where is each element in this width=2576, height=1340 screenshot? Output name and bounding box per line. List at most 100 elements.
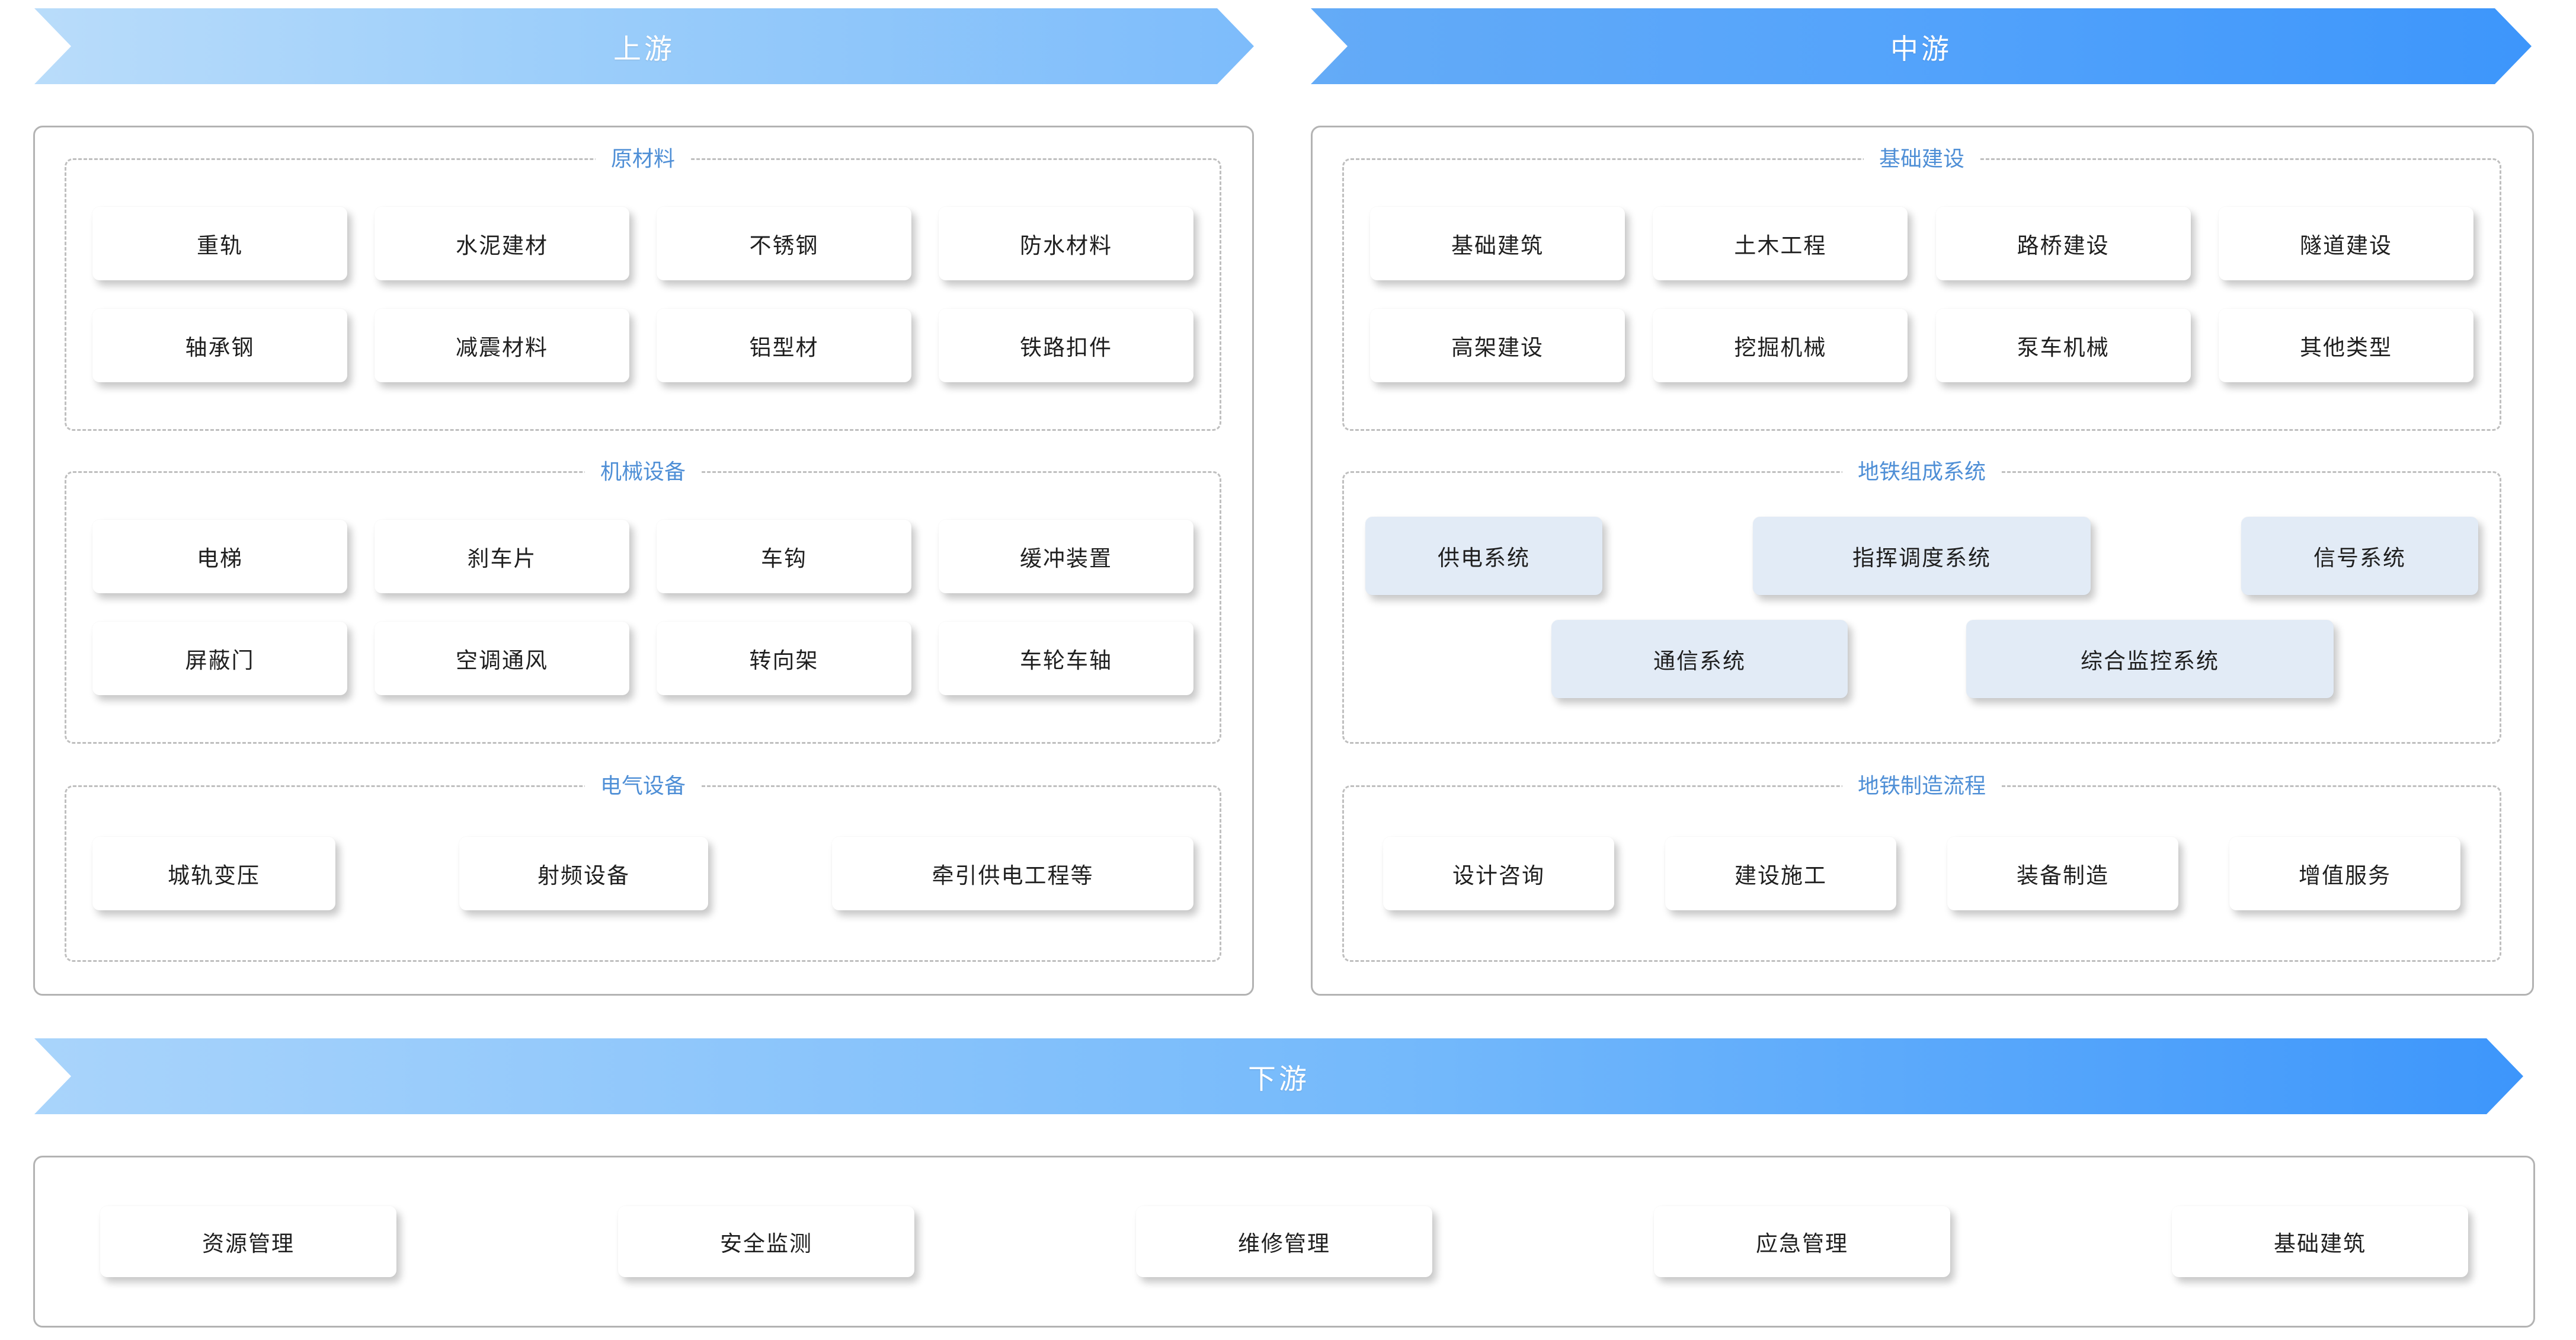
card-label: 基础建筑 [1451,234,1544,258]
group-title-metro-systems: 地铁组成系统 [1842,454,2002,490]
panel-upstream: 原材料 重轨 水泥建材 不锈钢 防水材料 轴承钢 减震材料 铝型材 铁路扣件 机… [33,126,1254,996]
card[interactable]: 应急管理 [1654,1206,1950,1277]
card[interactable]: 增值服务 [2229,837,2460,910]
banner-downstream-label: 下游 [1248,1063,1310,1095]
card[interactable]: 信号系统 [2241,517,2478,595]
group-title-electrical-equipment: 电气设备 [584,768,702,804]
card-label: 不锈钢 [749,234,819,258]
card-label: 维修管理 [1238,1232,1330,1256]
card[interactable]: 其他类型 [2218,309,2473,382]
banner-upstream-label: 上游 [613,33,675,65]
card[interactable]: 设计咨询 [1383,837,1614,910]
card[interactable]: 铝型材 [657,309,911,382]
group-metro-manufacturing-process: 地铁制造流程 设计咨询 建设施工 装备制造 增值服务 [1342,768,2501,962]
card[interactable]: 转向架 [657,622,911,695]
group-raw-materials: 原材料 重轨 水泥建材 不锈钢 防水材料 轴承钢 减震材料 铝型材 铁路扣件 [65,141,1221,431]
row: 基础建筑 土木工程 路桥建设 隧道建设 [1370,207,2473,280]
card[interactable]: 车轮车轴 [939,622,1193,695]
card-label: 车钩 [761,546,807,571]
card-label: 建设施工 [1735,864,1827,888]
group-metro-systems: 地铁组成系统 供电系统 指挥调度系统 信号系统 通信系统 综合监控系统 [1342,454,2501,744]
group-title-raw-materials: 原材料 [595,141,691,177]
card[interactable]: 车钩 [657,520,911,593]
card[interactable]: 水泥建材 [375,207,629,280]
card-label: 缓冲装置 [1020,546,1112,571]
card[interactable]: 基础建筑 [1370,207,1625,280]
group-infrastructure: 基础建设 基础建筑 土木工程 路桥建设 隧道建设 高架建设 挖掘机械 泵车机械 … [1342,141,2501,431]
card[interactable]: 建设施工 [1665,837,1896,910]
card[interactable]: 安全监测 [618,1206,914,1277]
card[interactable]: 城轨变压 [92,837,335,910]
card[interactable]: 装备制造 [1947,837,2178,910]
card[interactable]: 通信系统 [1551,620,1848,698]
card[interactable]: 电梯 [92,520,347,593]
card-label: 安全监测 [720,1232,812,1256]
row: 资源管理 安全监测 维修管理 应急管理 基础建筑 [35,1157,2533,1326]
card-label: 减震材料 [456,335,548,360]
card-label: 应急管理 [1756,1232,1848,1256]
group-title-infrastructure: 基础建设 [1863,141,1980,177]
card-label: 基础建筑 [2274,1232,2366,1256]
card[interactable]: 高架建设 [1370,309,1625,382]
banner-midstream: 中游 [1311,8,2532,84]
card[interactable]: 缓冲装置 [939,520,1193,593]
row: 电梯 刹车片 车钩 缓冲装置 [92,520,1193,593]
card-label: 供电系统 [1438,546,1530,570]
card-label: 路桥建设 [2017,234,2110,258]
row: 城轨变压 射频设备 牵引供电工程等 [92,837,1193,910]
card[interactable]: 综合监控系统 [1966,620,2334,698]
card-label: 屏蔽门 [185,648,255,673]
card[interactable]: 泵车机械 [1935,309,2191,382]
card[interactable]: 轴承钢 [92,309,347,382]
card[interactable]: 土木工程 [1653,207,1908,280]
card[interactable]: 防水材料 [939,207,1193,280]
panel-downstream: 资源管理 安全监测 维修管理 应急管理 基础建筑 [33,1156,2535,1328]
card-label: 信号系统 [2313,546,2406,570]
card[interactable]: 射频设备 [459,837,708,910]
card-label: 铁路扣件 [1020,335,1112,360]
row: 设计咨询 建设施工 装备制造 增值服务 [1383,837,2460,910]
card-label: 电梯 [197,546,243,571]
card-label: 转向架 [749,648,819,673]
card-label: 隧道建设 [2299,234,2392,258]
group-title-mechanical-equipment: 机械设备 [584,454,702,490]
row: 重轨 水泥建材 不锈钢 防水材料 [92,207,1193,280]
card-label: 指挥调度系统 [1852,546,1991,570]
card-label: 防水材料 [1020,234,1112,258]
card-label: 空调通风 [456,648,548,673]
card[interactable]: 空调通风 [375,622,629,695]
card[interactable]: 刹车片 [375,520,629,593]
card[interactable]: 供电系统 [1365,517,1602,595]
card-label: 刹车片 [467,546,537,571]
group-title-metro-manufacturing-process: 地铁制造流程 [1842,768,2002,804]
card[interactable]: 路桥建设 [1935,207,2191,280]
row: 供电系统 指挥调度系统 信号系统 [1365,517,2478,595]
card-label: 设计咨询 [1452,864,1545,888]
card[interactable]: 指挥调度系统 [1753,517,2091,595]
card-label: 水泥建材 [456,234,548,258]
group-mechanical-equipment: 机械设备 电梯 刹车片 车钩 缓冲装置 屏蔽门 空调通风 转向架 车轮车轴 [65,454,1221,744]
banner-upstream: 上游 [34,8,1254,84]
card[interactable]: 隧道建设 [2218,207,2473,280]
card[interactable]: 减震材料 [375,309,629,382]
card[interactable]: 挖掘机械 [1653,309,1908,382]
card[interactable]: 维修管理 [1136,1206,1432,1277]
card-label: 增值服务 [2299,864,2391,888]
card[interactable]: 基础建筑 [2172,1206,2468,1277]
card-label: 射频设备 [537,864,630,888]
card[interactable]: 资源管理 [100,1206,396,1277]
card[interactable]: 铁路扣件 [939,309,1193,382]
card-label: 其他类型 [2299,335,2392,360]
row: 轴承钢 减震材料 铝型材 铁路扣件 [92,309,1193,382]
card[interactable]: 不锈钢 [657,207,911,280]
card-label: 土木工程 [1734,234,1827,258]
card-label: 高架建设 [1451,335,1544,360]
row: 高架建设 挖掘机械 泵车机械 其他类型 [1370,309,2473,382]
card[interactable]: 重轨 [92,207,347,280]
card-label: 重轨 [197,234,243,258]
card-label: 资源管理 [202,1232,295,1256]
card[interactable]: 屏蔽门 [92,622,347,695]
card[interactable]: 牵引供电工程等 [832,837,1193,910]
card-label: 铝型材 [749,335,819,360]
panel-midstream: 基础建设 基础建筑 土木工程 路桥建设 隧道建设 高架建设 挖掘机械 泵车机械 … [1311,126,2534,996]
